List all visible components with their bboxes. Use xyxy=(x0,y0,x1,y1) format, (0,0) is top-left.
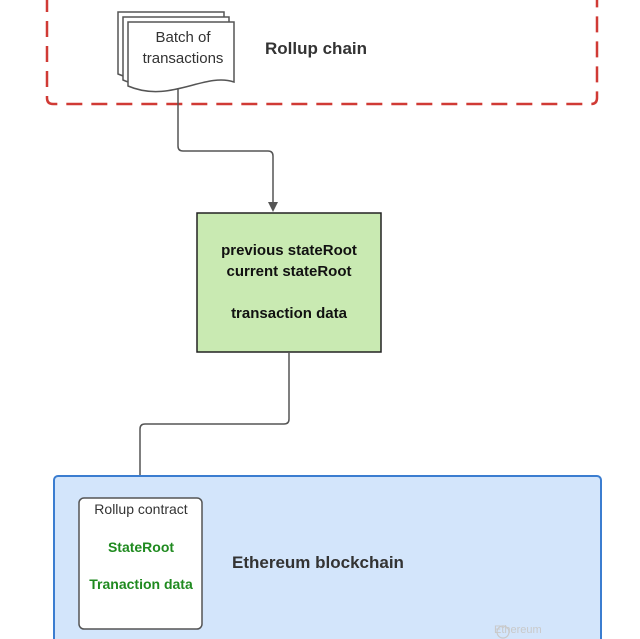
state-data-box xyxy=(196,212,382,353)
rollup-chain-container xyxy=(45,0,599,106)
contract-item-stateroot: StateRoot xyxy=(107,539,175,555)
connector-document-to-statebox xyxy=(177,88,278,212)
rollup-chain-label: Rollup chain xyxy=(265,39,367,58)
current-stateroot-label: current stateRoot xyxy=(226,263,352,280)
rollup-contract-box xyxy=(78,497,203,630)
rollup-contract-title: Rollup contract xyxy=(94,501,188,517)
contract-item-transaction-data: Tranaction data xyxy=(89,576,193,592)
batch-document-line-2: transactions xyxy=(142,50,224,67)
watermark-icon xyxy=(496,625,510,639)
previous-stateroot-label: previous stateRoot xyxy=(221,242,357,259)
connector-statebox-to-contract xyxy=(135,352,290,497)
state-box-text: previous stateRoot current stateRoot tra… xyxy=(198,240,380,324)
watermark-text: Ethereum xyxy=(494,624,542,636)
batch-document-label: Batch of transactions xyxy=(128,27,238,69)
ethereum-blockchain-label: Ethereum blockchain xyxy=(232,553,404,572)
transaction-data-label: transaction data xyxy=(231,305,347,322)
batch-document-stack xyxy=(117,11,235,93)
batch-document-line-1: Batch of xyxy=(155,29,211,46)
